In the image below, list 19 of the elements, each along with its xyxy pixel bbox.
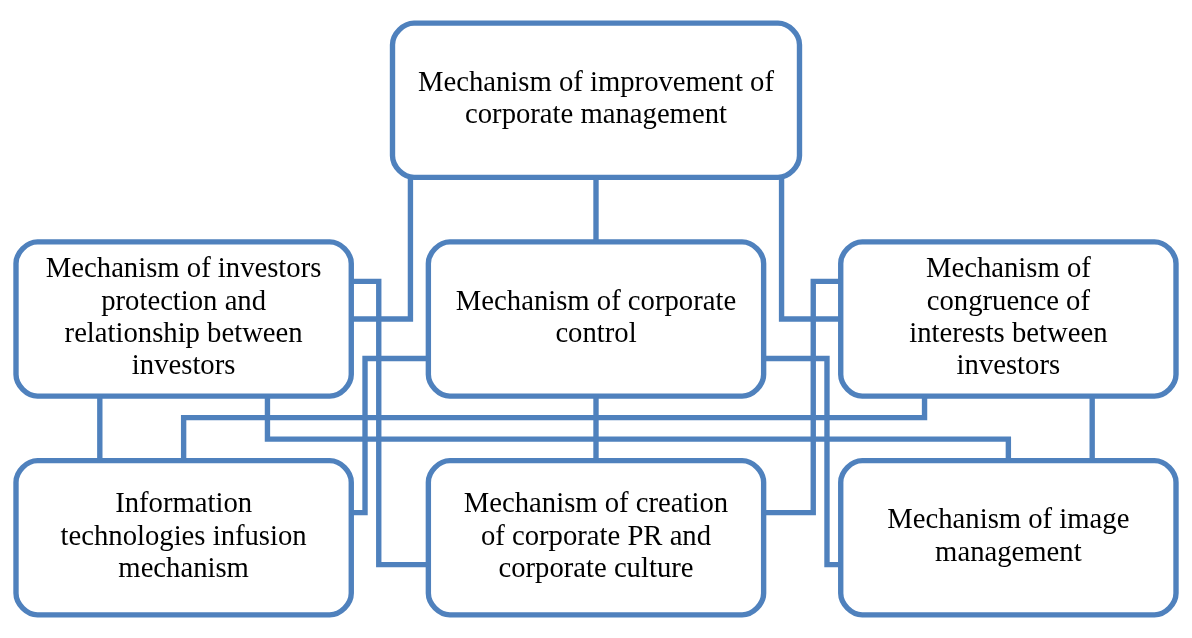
- node-box: Information technologies infusion mechanism: [13, 457, 354, 618]
- connector: [593, 396, 599, 461]
- node-box: Mechanism of image management: [838, 457, 1179, 618]
- node-box: Mechanism of investors protection and relationship between investors: [13, 239, 354, 399]
- connector: [593, 177, 599, 242]
- connector: [763, 278, 841, 516]
- node-box: Mechanism of corporate control: [425, 239, 767, 399]
- connector: [351, 177, 414, 322]
- connector: [264, 396, 1012, 461]
- connector: [351, 355, 429, 516]
- connector: [180, 396, 928, 461]
- connector: [97, 396, 103, 461]
- connector: [351, 278, 429, 568]
- connector: [778, 177, 841, 322]
- node-box: Mechanism of creation of corporate PR and corporate culture: [425, 457, 767, 618]
- connector: [1089, 396, 1095, 461]
- connector: [763, 355, 841, 568]
- node-box: Mechanism of improvement of corporate management: [389, 20, 803, 181]
- node-box: Mechanism of congruence of interests between investors: [838, 239, 1179, 399]
